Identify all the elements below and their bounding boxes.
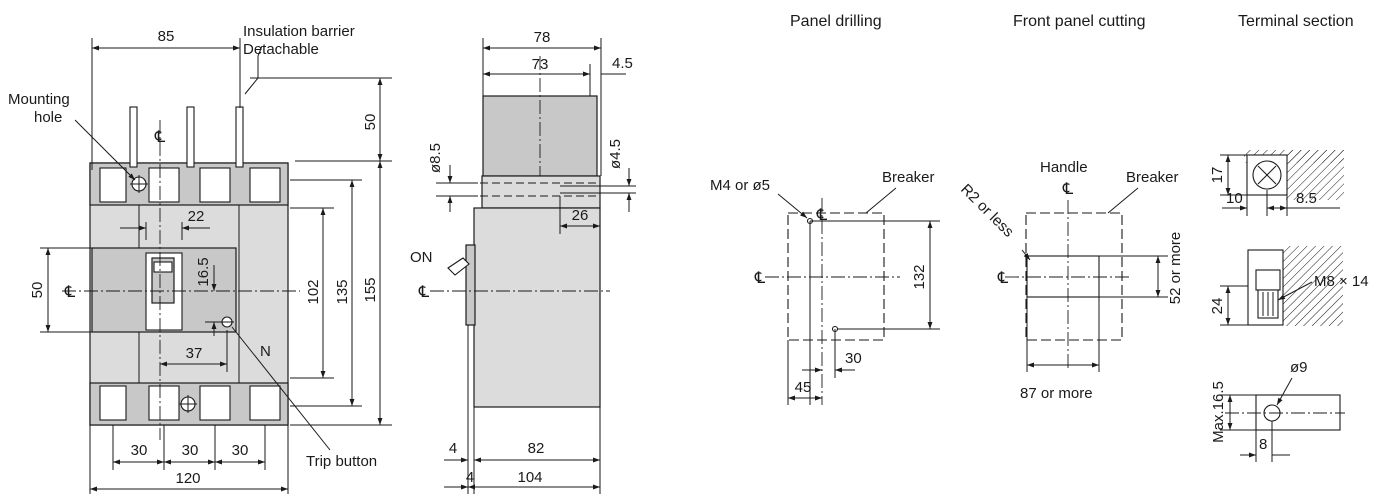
front-view: 85 Insulation barrier Detachable Mountin…	[8, 23, 392, 494]
dim-30-drilling: 30	[845, 350, 862, 367]
r2-label: R2 or less	[957, 181, 1017, 241]
centerline-mark-left: ℄	[64, 284, 76, 301]
dim-4-b: 4	[466, 469, 474, 486]
dim-4-5-top: 4.5	[612, 55, 633, 72]
dim-87-or-more: 87 or more	[1020, 385, 1093, 402]
dim-10: 10	[1226, 190, 1243, 207]
handle-cutout	[1026, 255, 1100, 298]
dim-d9: ø9	[1290, 359, 1308, 376]
dim-82: 82	[528, 440, 545, 457]
centerline-mark-top: ℄	[154, 129, 166, 146]
dim-73: 73	[532, 56, 549, 73]
dim-8-5: 8.5	[1296, 190, 1317, 207]
dim-104: 104	[517, 469, 542, 486]
dim-102: 102	[305, 279, 322, 304]
centerline-mark-side: ℄	[418, 284, 430, 301]
dim-45: 45	[795, 379, 812, 396]
dim-52-or-more: 52 or more	[1167, 232, 1184, 305]
insulation-barrier	[129, 106, 138, 168]
centerline-mark-drilling-left: ℄	[754, 270, 766, 287]
terminal-bar	[1255, 394, 1341, 431]
terminal-section-view: Terminal section 17 10 8.5 24 M8 × 14	[1209, 13, 1369, 462]
centerline-mark-cutting-top: ℄	[1062, 181, 1074, 198]
panel-drilling-view: Panel drilling ℄ ℄ M4 or ø5 Breaker 132 …	[710, 13, 940, 405]
centerline-mark-drilling-top: ℄	[816, 207, 828, 224]
side-handle-frame	[465, 244, 476, 326]
dim-max16-5: Max.16.5	[1210, 381, 1227, 443]
dim-50-top: 50	[362, 114, 379, 131]
trip-button-label: Trip button	[306, 453, 377, 470]
dim-155: 155	[362, 277, 379, 302]
dim-30-a: 30	[131, 442, 148, 459]
breaker-label-cutting: Breaker	[1126, 169, 1179, 186]
dim-37: 37	[186, 345, 203, 362]
centerline-mark-cutting-left: ℄	[997, 270, 1009, 287]
dim-78: 78	[534, 29, 551, 46]
insulation-barrier-label: Insulation barrier	[243, 23, 355, 40]
mounting-label-line2: hole	[34, 109, 62, 126]
dim-85: 85	[158, 28, 175, 45]
dim-30-c: 30	[232, 442, 249, 459]
dim-4-a: 4	[449, 440, 457, 457]
dim-135: 135	[334, 279, 351, 304]
n-mark: N	[260, 343, 271, 360]
breaker-outline-drilling	[787, 212, 885, 341]
breaker-label-drilling: Breaker	[882, 169, 935, 186]
dim-50-handle: 50	[29, 282, 46, 299]
mounting-label-line1: Mounting	[8, 91, 70, 108]
dim-8: 8	[1259, 436, 1267, 453]
side-body	[473, 207, 601, 408]
side-top-terminal	[481, 175, 601, 209]
handle-on-position	[447, 257, 470, 276]
breaker-outline-cutting	[1025, 212, 1123, 341]
dim-16-5: 16.5	[195, 257, 212, 286]
front-panel-cutting-view: Front panel cutting Handle ℄ ℄ Breaker R…	[957, 13, 1184, 402]
dim-d8-5: ø8.5	[427, 143, 444, 173]
dim-d4-5: ø4.5	[607, 139, 624, 169]
dim-17: 17	[1209, 167, 1226, 184]
panel-drilling-heading: Panel drilling	[790, 13, 882, 30]
dim-132: 132	[911, 264, 928, 289]
dim-26: 26	[572, 207, 589, 224]
front-panel-cutting-heading: Front panel cutting	[1013, 13, 1146, 30]
dim-22: 22	[188, 208, 205, 225]
dim-120: 120	[175, 470, 200, 487]
terminal-section-heading: Terminal section	[1238, 13, 1354, 30]
handle-label: Handle	[1040, 159, 1088, 176]
m8x14-label: M8 × 14	[1314, 273, 1369, 290]
on-label: ON	[410, 249, 433, 266]
m4-label: M4 or ø5	[710, 177, 770, 194]
detachable-label: Detachable	[243, 41, 319, 58]
dim-30-b: 30	[182, 442, 199, 459]
side-view: ON ℄ 78 73 4.5 ø8.5 ø4.5 26	[410, 29, 636, 494]
dim-24: 24	[1209, 298, 1226, 315]
